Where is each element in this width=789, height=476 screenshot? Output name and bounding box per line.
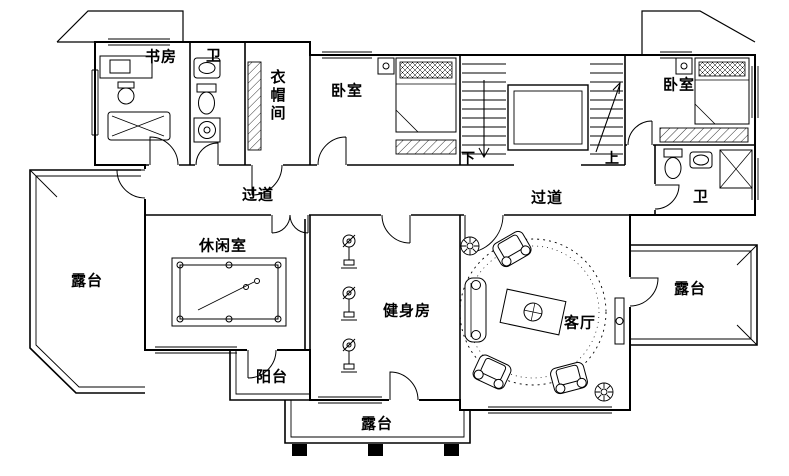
label-corridor-right: 过道 <box>530 188 564 207</box>
label-stairs-up: 上 <box>605 151 619 167</box>
outer-walls <box>94 41 756 411</box>
label-terrace-left: 露台 <box>70 271 104 290</box>
roof-lines <box>56 10 756 54</box>
study-furniture <box>99 55 171 141</box>
bathroom-left-fixtures <box>193 57 221 143</box>
label-terrace-bottom: 露台 <box>360 414 394 433</box>
label-bath-right: 卫 <box>692 187 710 206</box>
cloakroom-wardrobe <box>247 61 262 151</box>
label-terrace-right: 露台 <box>673 279 707 298</box>
bedroom-right-furniture <box>659 57 750 143</box>
label-bath-left: 卫 <box>205 46 223 65</box>
label-bedroom-center: 卧室 <box>330 81 364 100</box>
stairs-up-arrow <box>595 81 621 153</box>
label-leisure-room: 休闲室 <box>198 236 248 255</box>
columns <box>292 444 459 456</box>
terrace-outlines <box>29 169 758 444</box>
label-cloakroom: 衣帽间 <box>268 69 287 123</box>
inner-walls <box>95 42 755 410</box>
label-bedroom-right: 卧室 <box>662 75 696 94</box>
label-stairs-down: 下 <box>461 151 475 167</box>
bathroom-right-fixtures <box>663 148 753 189</box>
stairs <box>462 63 623 159</box>
label-study: 书房 <box>144 47 178 66</box>
stairs-down-arrow <box>478 80 490 159</box>
label-corridor-left: 过道 <box>241 185 275 204</box>
bedroom-center-furniture <box>377 57 457 155</box>
label-living-room: 客厅 <box>563 313 597 332</box>
windows <box>91 38 759 414</box>
pool-table <box>171 257 287 327</box>
gym-equipment <box>340 234 358 373</box>
living-room-furniture <box>459 228 625 402</box>
label-balcony: 阳台 <box>255 367 289 386</box>
label-gym: 健身房 <box>382 301 432 320</box>
